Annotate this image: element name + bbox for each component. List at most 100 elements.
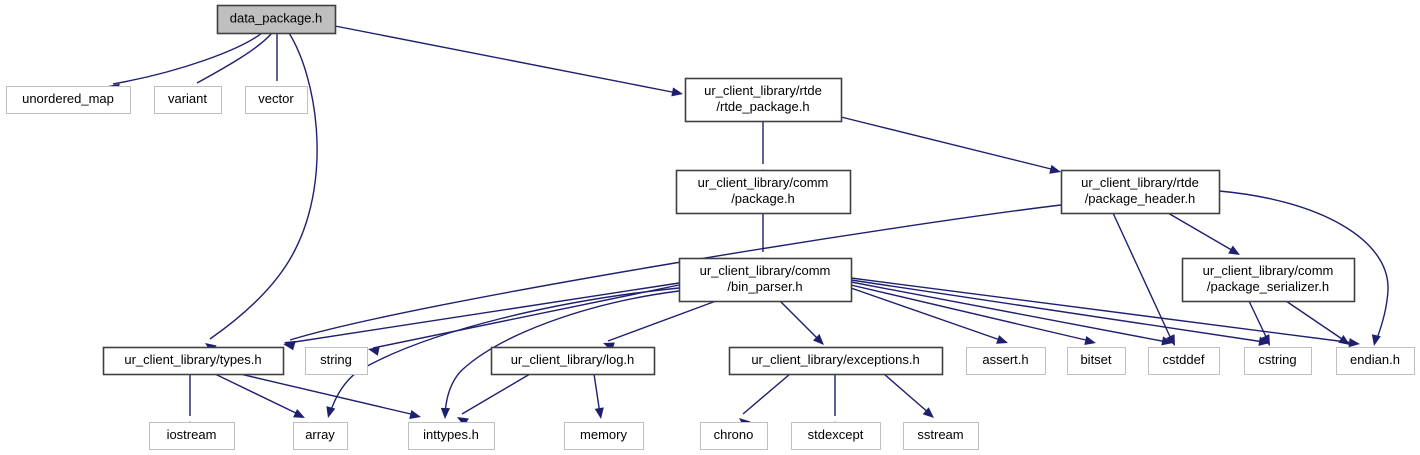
- node-label: assert.h: [982, 352, 1028, 367]
- edge-bin_parser-to-inttypes: [440, 290, 680, 419]
- edge-types-to-inttypes: [239, 373, 421, 420]
- arrow-head-icon: [1228, 245, 1240, 255]
- node-bin_parser[interactable]: ur_client_library/comm/bin_parser.h: [678, 257, 853, 303]
- node-label: memory: [580, 427, 627, 442]
- node-box[interactable]: [102, 346, 285, 376]
- edge-line: [1112, 212, 1173, 342]
- node-box[interactable]: [245, 86, 308, 114]
- node-label: ur_client_library/comm: [700, 263, 831, 278]
- edge-line: [1167, 212, 1236, 253]
- node-box[interactable]: [1148, 347, 1220, 375]
- arrow-head-icon: [1161, 336, 1173, 346]
- node-box[interactable]: [408, 422, 495, 450]
- arrow-head-icon: [326, 406, 336, 418]
- node-box[interactable]: [966, 347, 1046, 375]
- arrow-head-icon: [1348, 338, 1360, 348]
- node-comm_package[interactable]: ur_client_library/comm/package.h: [675, 169, 852, 215]
- arrow-head-icon: [1338, 335, 1350, 345]
- node-box[interactable]: [154, 86, 222, 114]
- node-label: /bin_parser.h: [727, 279, 802, 294]
- node-box[interactable]: [1181, 257, 1356, 303]
- node-box[interactable]: [216, 4, 337, 35]
- arrow-head-icon: [1049, 164, 1061, 174]
- edge-line: [850, 279, 1265, 343]
- edge-exceptions-to-sstream: [883, 373, 934, 418]
- arrow-head-icon: [671, 87, 683, 97]
- node-box[interactable]: [675, 169, 852, 215]
- node-label: endian.h: [1350, 352, 1400, 367]
- node-box[interactable]: [700, 422, 768, 450]
- node-label: ur_client_library/types.h: [124, 352, 261, 367]
- edge-bin_parser-to-log: [603, 300, 717, 352]
- node-label: cstddef: [1163, 352, 1205, 367]
- node-variant[interactable]: variant: [154, 86, 222, 114]
- node-box[interactable]: [728, 346, 944, 376]
- node-data_package[interactable]: data_package.h: [216, 4, 337, 35]
- node-box[interactable]: [6, 86, 131, 114]
- node-cstring[interactable]: cstring: [1244, 347, 1312, 375]
- node-box[interactable]: [1067, 347, 1126, 375]
- node-vector[interactable]: vector: [245, 86, 308, 114]
- node-stdexcept[interactable]: stdexcept: [791, 422, 881, 450]
- node-label: data_package.h: [230, 10, 323, 25]
- node-box[interactable]: [678, 257, 853, 303]
- node-box[interactable]: [293, 422, 348, 450]
- arrow-head-icon: [293, 409, 305, 418]
- edge-package_header-to-types: [284, 204, 1062, 350]
- node-endian[interactable]: endian.h: [1336, 347, 1415, 375]
- node-inttypes[interactable]: inttypes.h: [408, 422, 495, 450]
- node-label: stdexcept: [808, 427, 864, 442]
- edge-exceptions-to-chrono: [739, 373, 791, 429]
- edge-data_package-to-unordered_map: [108, 32, 263, 93]
- node-assert[interactable]: assert.h: [966, 347, 1046, 375]
- node-box[interactable]: [490, 346, 656, 376]
- edge-line: [1218, 190, 1389, 342]
- node-box[interactable]: [305, 347, 368, 375]
- node-package_header[interactable]: ur_client_library/rtde/package_header.h: [1060, 169, 1221, 215]
- node-label: string: [320, 352, 352, 367]
- node-chrono[interactable]: chrono: [700, 422, 768, 450]
- arrow-head-icon: [922, 407, 934, 418]
- node-package_serializer[interactable]: ur_client_library/comm/package_serialize…: [1181, 257, 1356, 303]
- node-label: unordered_map: [22, 91, 114, 106]
- node-box[interactable]: [1244, 347, 1312, 375]
- edge-line: [461, 373, 531, 415]
- node-box[interactable]: [791, 422, 881, 450]
- edge-line: [850, 277, 1355, 344]
- node-box[interactable]: [1060, 169, 1221, 215]
- node-iostream[interactable]: iostream: [149, 422, 235, 450]
- edge-line: [209, 32, 318, 340]
- edge-bin_parser-to-assert: [850, 287, 1008, 344]
- edge-line: [850, 284, 1091, 342]
- node-box[interactable]: [684, 77, 843, 123]
- node-cstddef[interactable]: cstddef: [1148, 347, 1220, 375]
- node-unordered_map[interactable]: unordered_map: [6, 86, 131, 114]
- node-rtde_package[interactable]: ur_client_library/rtde/rtde_package.h: [684, 77, 843, 123]
- arrow-head-icon: [594, 407, 604, 419]
- edge-data_package-to-rtde_package: [334, 25, 683, 97]
- node-types[interactable]: ur_client_library/types.h: [102, 346, 285, 376]
- edge-line: [850, 287, 1004, 342]
- node-box[interactable]: [903, 422, 979, 450]
- edge-line: [1285, 300, 1346, 342]
- node-log[interactable]: ur_client_library/log.h: [490, 346, 656, 376]
- node-memory[interactable]: memory: [564, 422, 644, 450]
- node-array[interactable]: array: [293, 422, 348, 450]
- node-box[interactable]: [149, 422, 235, 450]
- node-string[interactable]: string: [305, 347, 368, 375]
- edge-line: [883, 373, 931, 415]
- edge-package_header-to-package_serializer: [1167, 212, 1240, 255]
- node-box[interactable]: [1336, 347, 1415, 375]
- node-bitset[interactable]: bitset: [1067, 347, 1126, 375]
- node-label: ur_client_library/rtde: [704, 83, 822, 98]
- node-exceptions[interactable]: ur_client_library/exceptions.h: [728, 346, 944, 376]
- node-label: chrono: [714, 427, 754, 442]
- edge-bin_parser-to-array: [326, 287, 680, 418]
- node-sstream[interactable]: sstream: [903, 422, 979, 450]
- node-box[interactable]: [564, 422, 644, 450]
- node-label: /package_header.h: [1085, 191, 1196, 206]
- edge-bin_parser-to-cstddef: [850, 281, 1173, 346]
- edge-rtde_package-to-package_header: [840, 116, 1061, 174]
